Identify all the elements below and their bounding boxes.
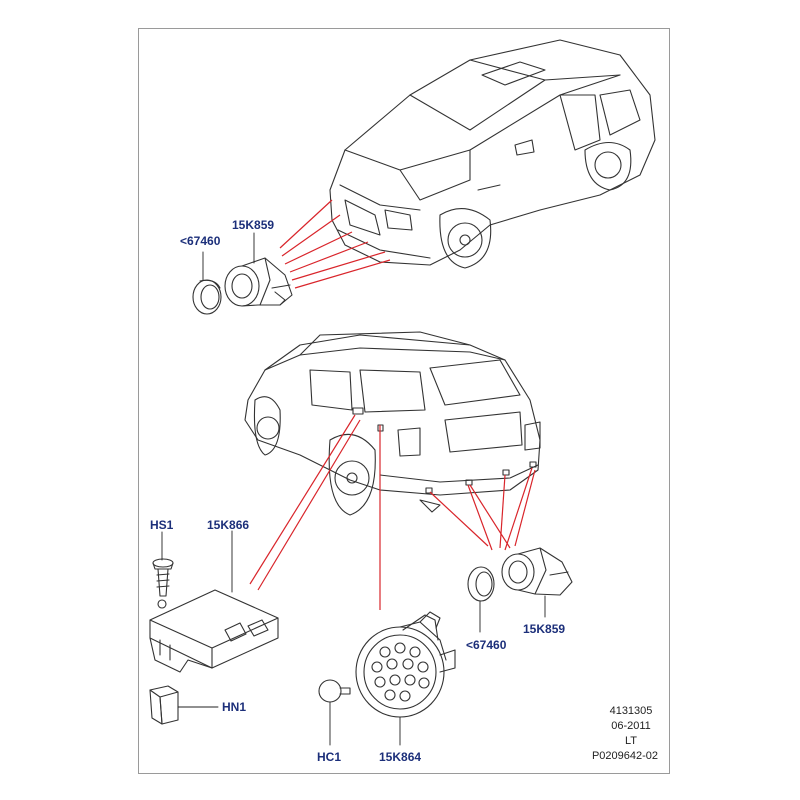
catalog-code: LT: [624, 735, 638, 747]
label-front-seal: <67460: [180, 234, 221, 248]
illustration-frame: [138, 28, 670, 774]
label-clip: HC1: [317, 750, 342, 764]
parking-aid-module: [149, 589, 279, 673]
label-rear-sensor: 15K859: [523, 622, 566, 636]
front-sensor-seal-ring: [192, 279, 222, 315]
label-front-sensor: 15K859: [232, 218, 275, 232]
label-rear-seal: <67460: [466, 638, 507, 652]
rear-sensor-seal-ring: [467, 566, 495, 602]
label-module: 15K866: [207, 518, 250, 532]
mounting-clip: [318, 679, 351, 703]
rear-parking-sensor: [501, 547, 573, 596]
label-sounder: 15K864: [379, 750, 422, 764]
mounting-bracket: [149, 685, 179, 725]
illustration-id: P0209642-02: [591, 750, 659, 762]
front-parking-sensor: [224, 257, 293, 307]
catalog-number: 4131305: [609, 705, 653, 717]
catalog-date: 06-2011: [611, 720, 651, 732]
callout-leaders: [161, 232, 546, 746]
label-screw: HS1: [150, 518, 174, 532]
parking-aid-sounder: [355, 611, 456, 718]
location-lines: [249, 199, 536, 610]
front-vehicle-illustration: [329, 39, 656, 269]
label-bracket: HN1: [222, 700, 247, 714]
rear-vehicle-illustration: [244, 331, 541, 516]
screw: [152, 558, 174, 597]
